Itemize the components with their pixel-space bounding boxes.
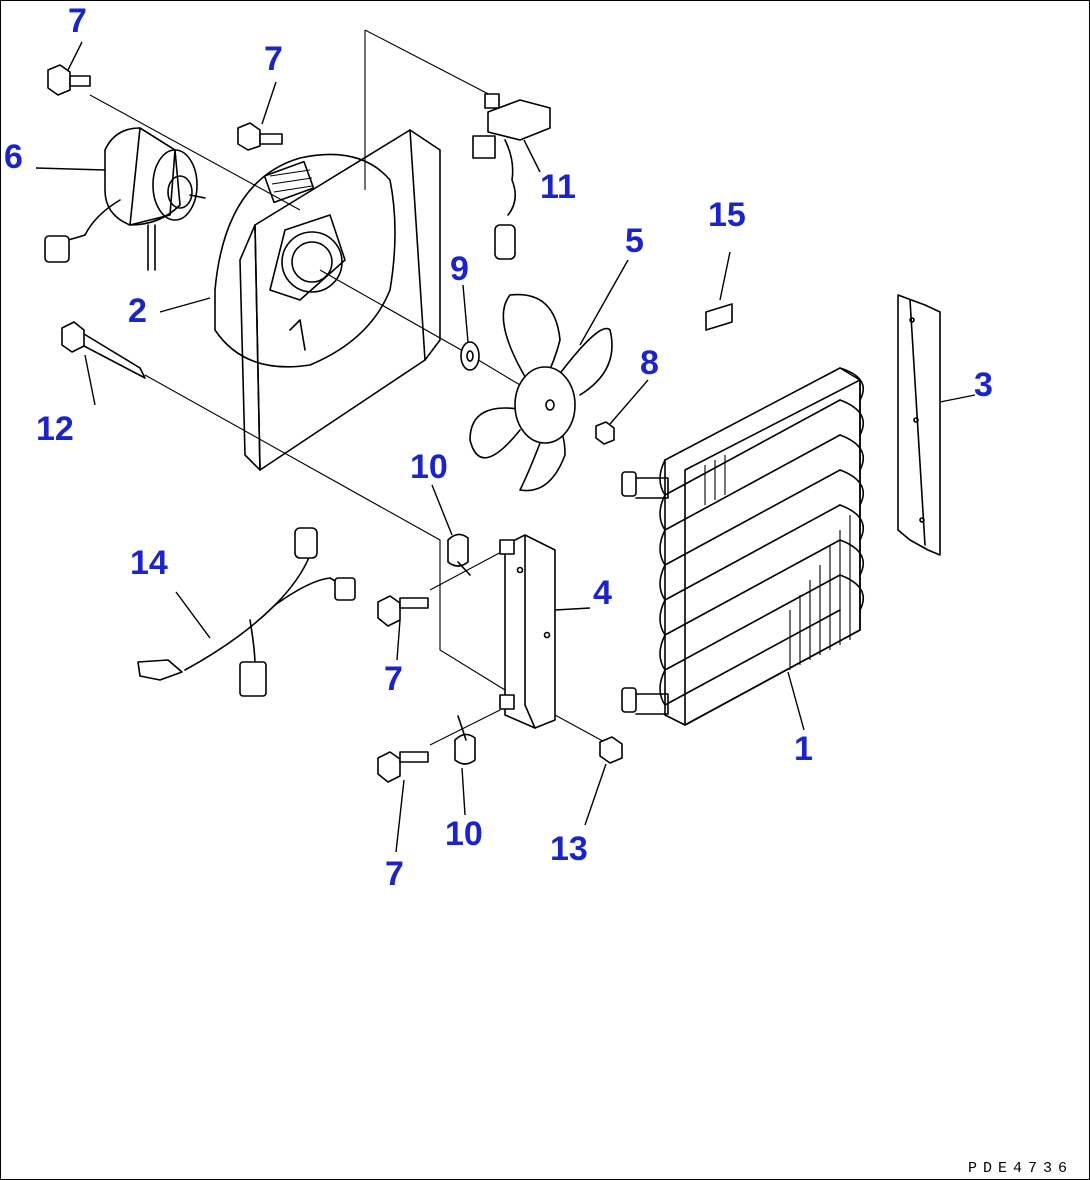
callout-10-upper: 10 — [410, 448, 448, 486]
callout-14: 14 — [130, 544, 168, 582]
seal-strip — [897, 294, 941, 556]
callout-8: 8 — [640, 344, 659, 382]
fan-blade — [469, 293, 613, 492]
callout-7-bottom: 7 — [385, 855, 404, 893]
bolt-top-center — [237, 122, 283, 151]
long-bolt — [61, 321, 146, 379]
callout-3: 3 — [974, 366, 993, 404]
bolt-middle — [377, 595, 429, 627]
mesh-pad — [263, 160, 315, 204]
callout-6: 6 — [4, 138, 23, 176]
wire-harness — [137, 527, 356, 697]
bolt-bottom — [377, 751, 429, 783]
condenser-core — [621, 367, 865, 726]
leader-lines — [35, 41, 976, 853]
callout-12: 12 — [36, 410, 74, 448]
callout-7-middle: 7 — [384, 660, 403, 698]
condenser-fitting-top — [621, 471, 669, 499]
callout-4: 4 — [593, 574, 612, 612]
callout-7-top-center: 7 — [264, 40, 283, 78]
drawing-reference-code: PDE4736 — [968, 1160, 1073, 1177]
condenser-fitting-bottom — [621, 687, 669, 715]
callout-10-lower: 10 — [445, 815, 483, 853]
sensor-switch — [472, 93, 551, 260]
callout-labels: 7 6 7 2 11 15 5 9 8 3 12 10 14 4 7 1 10 … — [4, 2, 993, 893]
callout-13: 13 — [550, 830, 588, 868]
callout-1: 1 — [794, 730, 813, 768]
label-plate — [705, 303, 733, 331]
fan-motor — [44, 127, 206, 271]
bolt-top-left — [47, 64, 91, 96]
washer — [460, 341, 480, 371]
callout-15: 15 — [708, 196, 746, 234]
condenser-tubes — [659, 367, 865, 706]
callout-9: 9 — [450, 250, 469, 288]
fan-nut — [595, 421, 615, 445]
mounting-bracket — [499, 534, 556, 729]
callout-2: 2 — [128, 292, 147, 330]
callout-5: 5 — [625, 222, 644, 260]
callout-11: 11 — [540, 168, 576, 206]
clamp-lower — [454, 715, 476, 765]
condenser-fins — [704, 455, 851, 670]
fan-shroud — [214, 129, 441, 471]
callout-7-top-left: 7 — [68, 2, 87, 40]
clamp-upper — [447, 533, 471, 576]
bracket-nut — [599, 736, 623, 764]
